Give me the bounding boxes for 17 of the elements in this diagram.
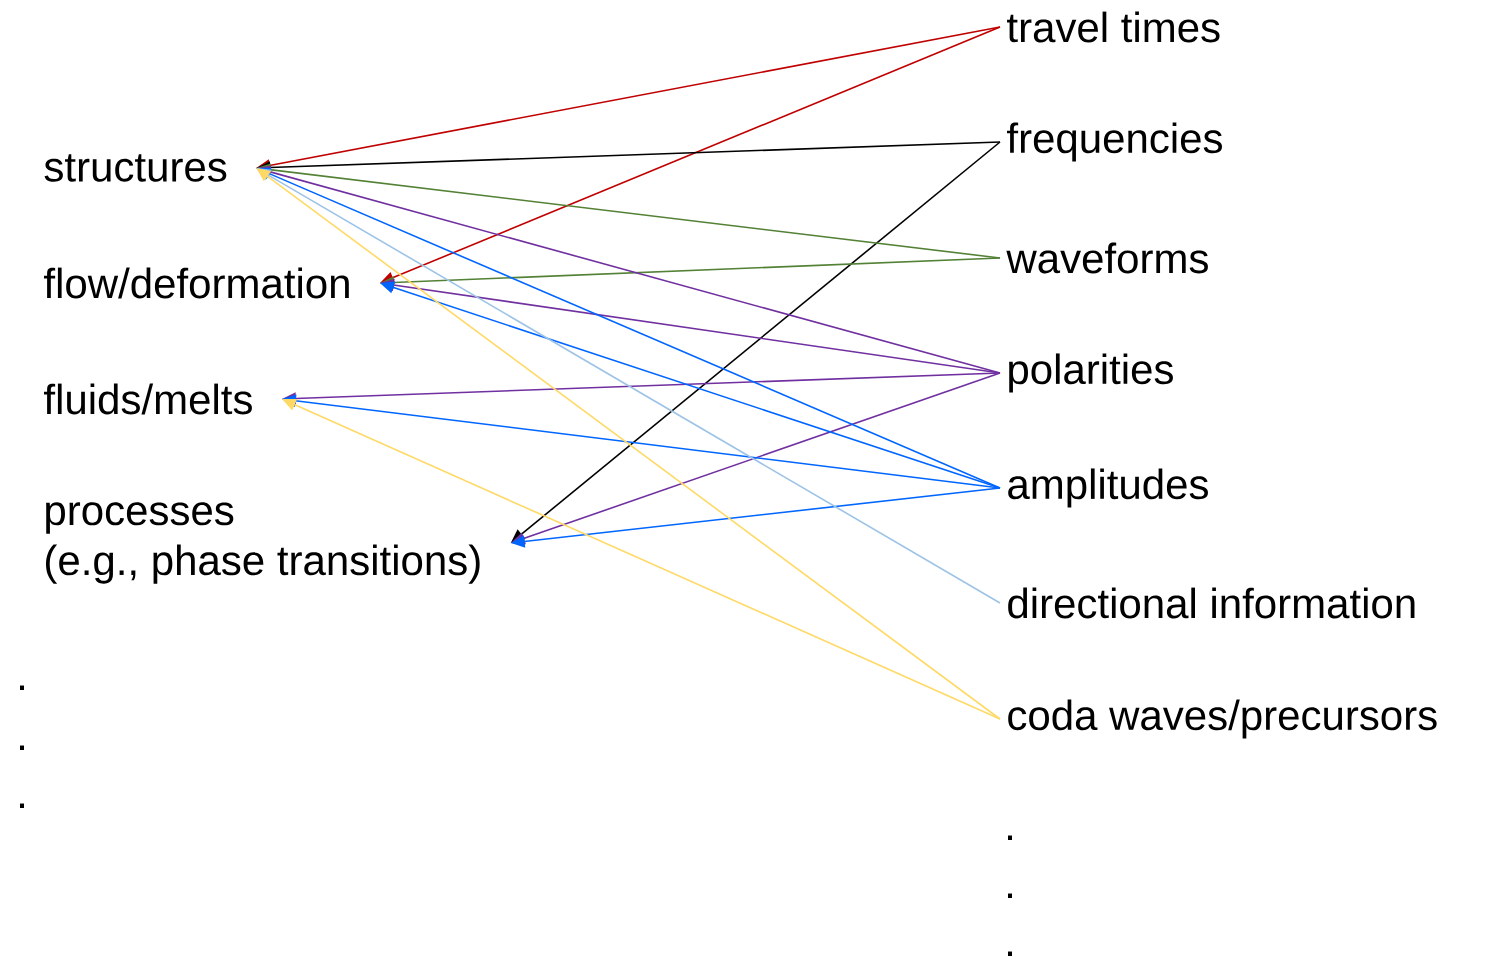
node-label: fluids/melts <box>44 383 252 415</box>
node-label: directional information <box>1008 587 1415 619</box>
node-label: frequencies <box>1007 122 1222 162</box>
ellipsis-dot: . <box>20 745 24 750</box>
ellipsis-dot: . <box>20 803 24 808</box>
node-label: polarities <box>1009 353 1173 393</box>
ellipsis-dot: . <box>20 685 24 690</box>
node-label: processes (e.g., phase transitions) <box>46 502 480 584</box>
node-label: travel times <box>1007 11 1220 43</box>
node-label: flow/deformation <box>44 267 349 299</box>
node-label: structures <box>44 154 227 182</box>
ellipsis-dot: . <box>1008 951 1012 956</box>
node-label: amplitudes <box>1008 468 1208 508</box>
ellipsis-dot: . <box>1008 835 1012 840</box>
node-label: waveforms <box>1006 242 1208 274</box>
ellipsis-dot: . <box>1008 893 1012 898</box>
node-label: coda waves/precursors <box>1008 699 1437 739</box>
